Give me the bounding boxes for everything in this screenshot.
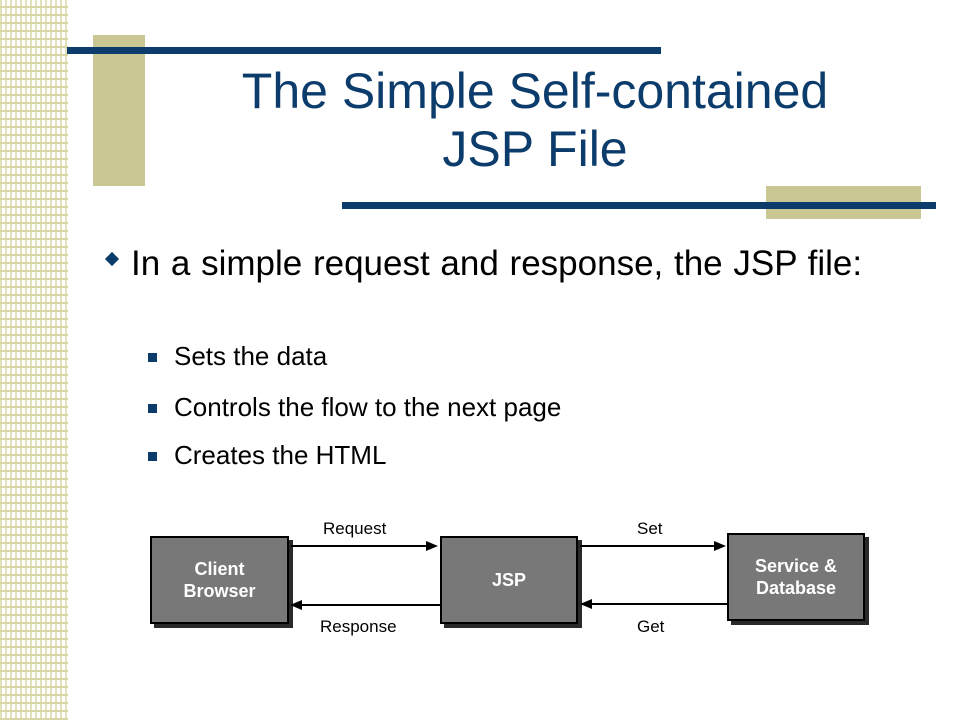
set-arrowhead-icon <box>714 541 726 551</box>
title-line-2: JSP File <box>442 121 628 177</box>
get-label: Get <box>637 617 665 636</box>
service-box-line-1: Service & <box>754 556 838 576</box>
main-bullet: In a simple request and response, the JS… <box>104 242 905 285</box>
sub-bullet-text: Creates the HTML <box>174 440 387 470</box>
sub-bullet-text: Sets the data <box>174 341 328 371</box>
title-line-1: The Simple Self-contained <box>241 63 829 119</box>
response-arrowhead-icon <box>290 600 302 610</box>
sub-bullet-1: Sets the data <box>148 341 848 381</box>
square-bullet-icon <box>148 353 157 362</box>
sub-bullet-2: Controls the flow to the next page <box>148 392 848 432</box>
square-bullet-icon <box>148 404 157 413</box>
service-database-box: Service & Database <box>727 533 865 621</box>
slide-title: The Simple Self-contained JSP File <box>140 62 930 178</box>
service-box-line-2: Database <box>755 578 837 598</box>
get-arrowhead-icon <box>580 599 592 609</box>
set-label: Set <box>637 519 663 538</box>
title-top-rule <box>67 47 661 54</box>
main-bullet-text: In a simple request and response, the JS… <box>131 244 863 283</box>
sub-bullet-3: Creates the HTML <box>148 440 848 480</box>
diamond-bullet-icon <box>104 251 120 267</box>
title-tan-block-left <box>93 35 145 186</box>
square-bullet-icon <box>148 452 157 461</box>
request-label: Request <box>323 519 387 538</box>
client-browser-box: Client Browser <box>150 536 289 624</box>
sub-bullet-text: Controls the flow to the next page <box>174 392 562 422</box>
title-bottom-rule <box>342 202 936 209</box>
client-box-line-2: Browser <box>183 581 256 601</box>
response-label: Response <box>320 617 397 636</box>
left-pattern-stripe <box>0 0 68 720</box>
jsp-box-label: JSP <box>491 570 527 590</box>
jsp-box: JSP <box>440 536 578 624</box>
client-box-line-1: Client <box>194 559 245 579</box>
request-arrowhead-icon <box>426 541 438 551</box>
